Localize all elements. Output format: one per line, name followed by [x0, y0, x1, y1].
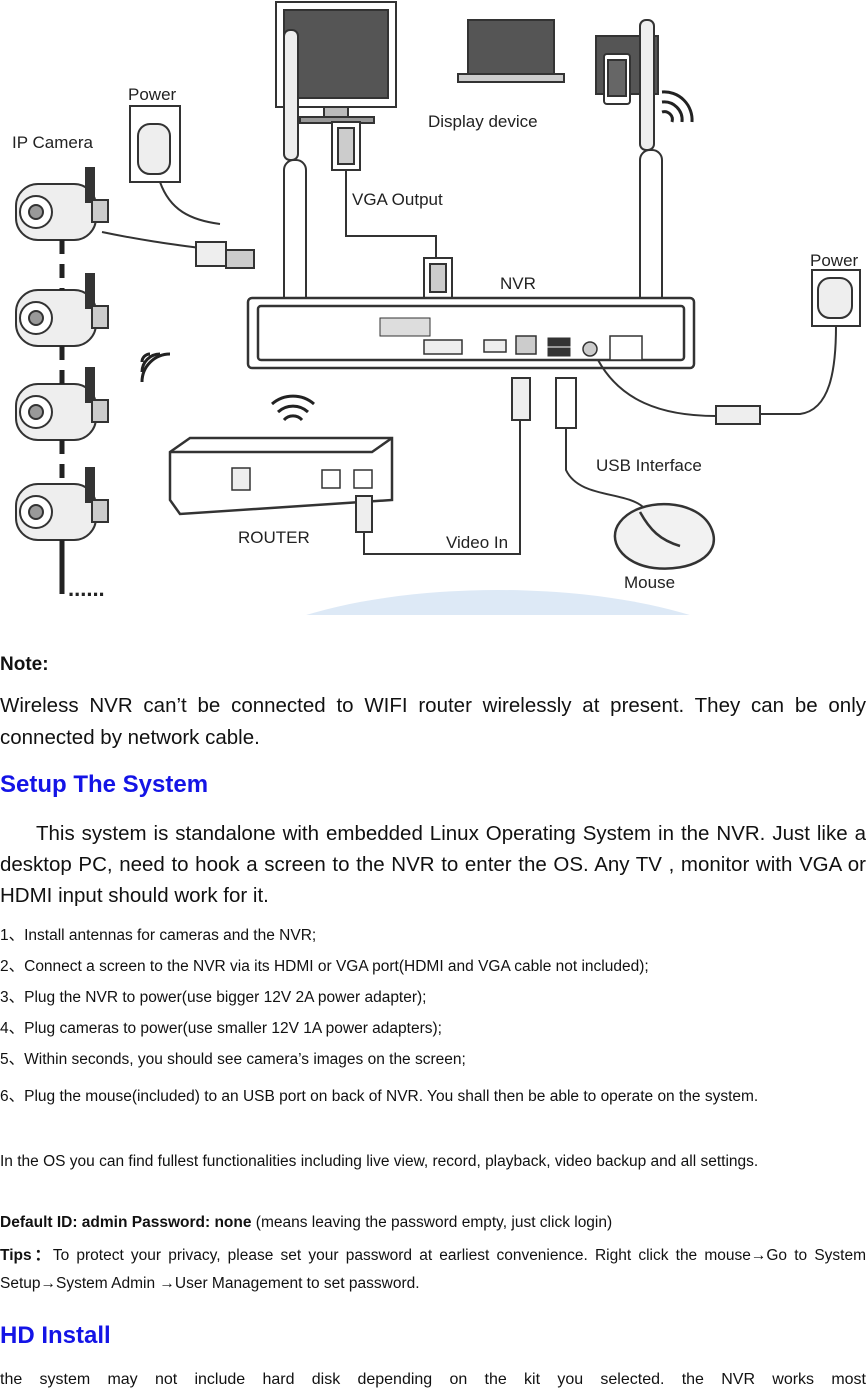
- power-adapter-right-icon: [597, 269, 861, 425]
- video-in-cable: [355, 377, 531, 555]
- router-label: ROUTER: [238, 528, 310, 547]
- step-5: 5、Within seconds, you should see camera’…: [0, 1051, 466, 1068]
- vga-cable: [331, 121, 453, 299]
- ip-camera-label: IP Camera: [12, 133, 93, 152]
- step-1: 1、Install antennas for cameras and the N…: [0, 927, 317, 944]
- note-heading: Note:: [0, 654, 49, 675]
- default-credentials: Default ID: admin Password: none (means …: [0, 1209, 866, 1237]
- mouse-icon: [613, 502, 716, 570]
- tips: Tips：To protect your privacy, please set…: [0, 1242, 866, 1298]
- power-right-label: Power: [810, 251, 859, 270]
- ip-camera-icon-1: [15, 167, 109, 241]
- wifi-icon-cameras: [140, 352, 171, 383]
- phone-icon: [603, 53, 631, 105]
- setup-intro: This system is standalone with embedded …: [0, 822, 866, 907]
- setup-steps: 1、Install antennas for cameras and the N…: [0, 920, 866, 1075]
- camera-dots: ......: [68, 576, 105, 601]
- video-in-label: Video In: [446, 533, 508, 552]
- ip-camera-icon-2: [15, 273, 109, 347]
- ip-camera-icon-3: [15, 367, 109, 441]
- nvr-device: [246, 296, 696, 370]
- tips-text: To protect your privacy, please set your…: [0, 1247, 866, 1292]
- usb-interface-label: USB Interface: [596, 456, 702, 475]
- step-6: 6、Plug the mouse(included) to an USB por…: [0, 1088, 759, 1105]
- step-4: 4、Plug cameras to power(use smaller 12V …: [0, 1020, 442, 1037]
- mouse-label: Mouse: [624, 573, 675, 592]
- power-adapter-left-icon: [101, 105, 255, 269]
- default-id-label: Default ID: admin Password: none: [0, 1214, 252, 1231]
- background-arc: [306, 590, 690, 615]
- vga-output-label: VGA Output: [352, 190, 443, 209]
- setup-heading: Setup The System: [0, 771, 209, 798]
- tips-label: Tips：: [0, 1247, 53, 1264]
- usb-cable: [555, 377, 647, 511]
- step-3: 3、Plug the NVR to power(use bigger 12V 2…: [0, 989, 427, 1006]
- nvr-antenna-left: [283, 29, 307, 329]
- note-body: Wireless NVR can’t be connected to WIFI …: [0, 694, 866, 749]
- nvr-antenna-right: [639, 19, 663, 329]
- connection-diagram: Display device VGA Output NVR: [12, 1, 861, 615]
- power-left-label: Power: [128, 85, 177, 104]
- ip-camera-icon-4: [15, 467, 109, 541]
- laptop-icon: [457, 19, 565, 83]
- default-id-note: (means leaving the password empty, just …: [251, 1214, 613, 1231]
- hd-install-text: the system may not include hard disk dep…: [0, 1371, 866, 1388]
- hd-install-heading: HD Install: [0, 1322, 111, 1349]
- wifi-icon-router: [271, 394, 315, 422]
- step-2: 2、Connect a screen to the NVR via its HD…: [0, 958, 649, 975]
- nvr-label: NVR: [500, 274, 536, 293]
- router-device: [168, 436, 394, 516]
- wifi-icon-nvr: [661, 90, 694, 123]
- os-functions-text: In the OS you can find fullest functiona…: [0, 1153, 759, 1170]
- display-device-label: Display device: [428, 112, 538, 131]
